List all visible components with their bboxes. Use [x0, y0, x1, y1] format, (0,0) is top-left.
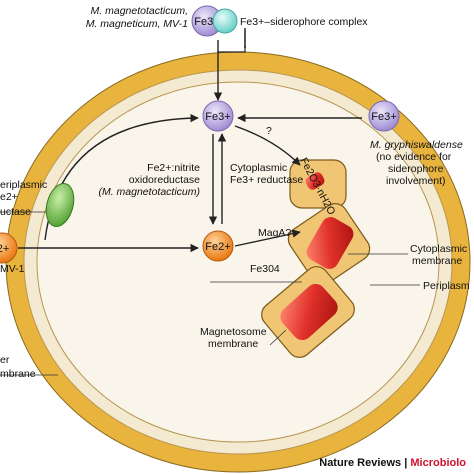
arrow-maga — [234, 229, 301, 247]
top-species-line1: M. magnetotacticum, — [91, 5, 188, 17]
magnetite-label: Fe304 — [250, 263, 280, 275]
magnetosome-membrane-label-2: membrane — [208, 338, 258, 350]
left-mv1-label: MV-1 — [0, 263, 25, 275]
top-species-line2: M. magneticum, MV-1 — [86, 18, 188, 30]
magnetosome-membrane-label-1: Magnetosome — [200, 326, 267, 338]
nitrite-enzyme-line1: Fe2+:nitrite — [147, 162, 200, 174]
siderophore-complex-label: Fe3+–siderophore complex — [240, 16, 368, 28]
right-species-name: M. gryphiswaldense — [370, 139, 463, 151]
cytoplasmic-membrane-label-2: membrane — [412, 255, 462, 267]
right-species-note2: siderophore — [388, 163, 444, 175]
left-outer1-label: er — [0, 354, 10, 366]
credit-separator: | — [401, 457, 410, 469]
left-periplasmic-label: eriplasmic — [0, 179, 47, 191]
siderophore-ball — [212, 8, 238, 34]
magnetite-crystal-1 — [305, 172, 325, 190]
right-species-note1: (no evidence for — [376, 151, 452, 163]
right-species-note3: involvement) — [386, 175, 446, 187]
svg-text:Fe3+: Fe3+ — [205, 111, 230, 123]
ion-fe3-center: Fe3+ — [202, 100, 234, 132]
ion-fe2-left: 2+ — [0, 232, 18, 264]
arrow-fe3-to-magnetosome — [234, 125, 301, 166]
question-mark: ? — [266, 125, 272, 137]
cytoplasmic-membrane-line — [36, 81, 440, 443]
periplasm-label: Periplasm — [423, 280, 470, 292]
periplasmic-reductase-enzyme — [45, 182, 75, 228]
cytoplasmic-reductase-line1: Cytoplasmic — [230, 162, 287, 174]
left-outer2-label: mbrane — [0, 368, 36, 380]
left-ductase-label: uctase — [0, 206, 31, 218]
credit-journal: Nature Reviews — [319, 457, 401, 469]
credit-section: Microbiolo — [410, 457, 466, 469]
svg-text:Fe2+: Fe2+ — [205, 241, 230, 253]
journal-credit: Nature Reviews | Microbiolo — [319, 457, 466, 469]
left-e2-label: e2+ — [0, 191, 18, 203]
maga-label: MagA? — [258, 227, 291, 239]
nitrite-enzyme-line3: (M. magnetotacticum) — [98, 186, 200, 198]
magnetite-crystal-3 — [280, 283, 338, 341]
ion-fe2-center: Fe2+ — [202, 230, 234, 262]
arrow-siderophore-join — [218, 30, 246, 53]
svg-text:2+: 2+ — [0, 243, 9, 255]
svg-text:Fe3+: Fe3+ — [371, 111, 396, 123]
nitrite-enzyme-line2: oxidoreductase — [129, 174, 200, 186]
leader-lines — [0, 211, 420, 376]
cytoplasmic-membrane-label-1: Cytoplasmic — [410, 243, 467, 255]
magnetite-crystal-2 — [306, 217, 354, 269]
magnetosome-chain — [261, 159, 371, 358]
cytoplasmic-reductase-line2: Fe3+ reductase — [230, 174, 303, 186]
ion-fe3-right: Fe3+ — [368, 100, 400, 132]
